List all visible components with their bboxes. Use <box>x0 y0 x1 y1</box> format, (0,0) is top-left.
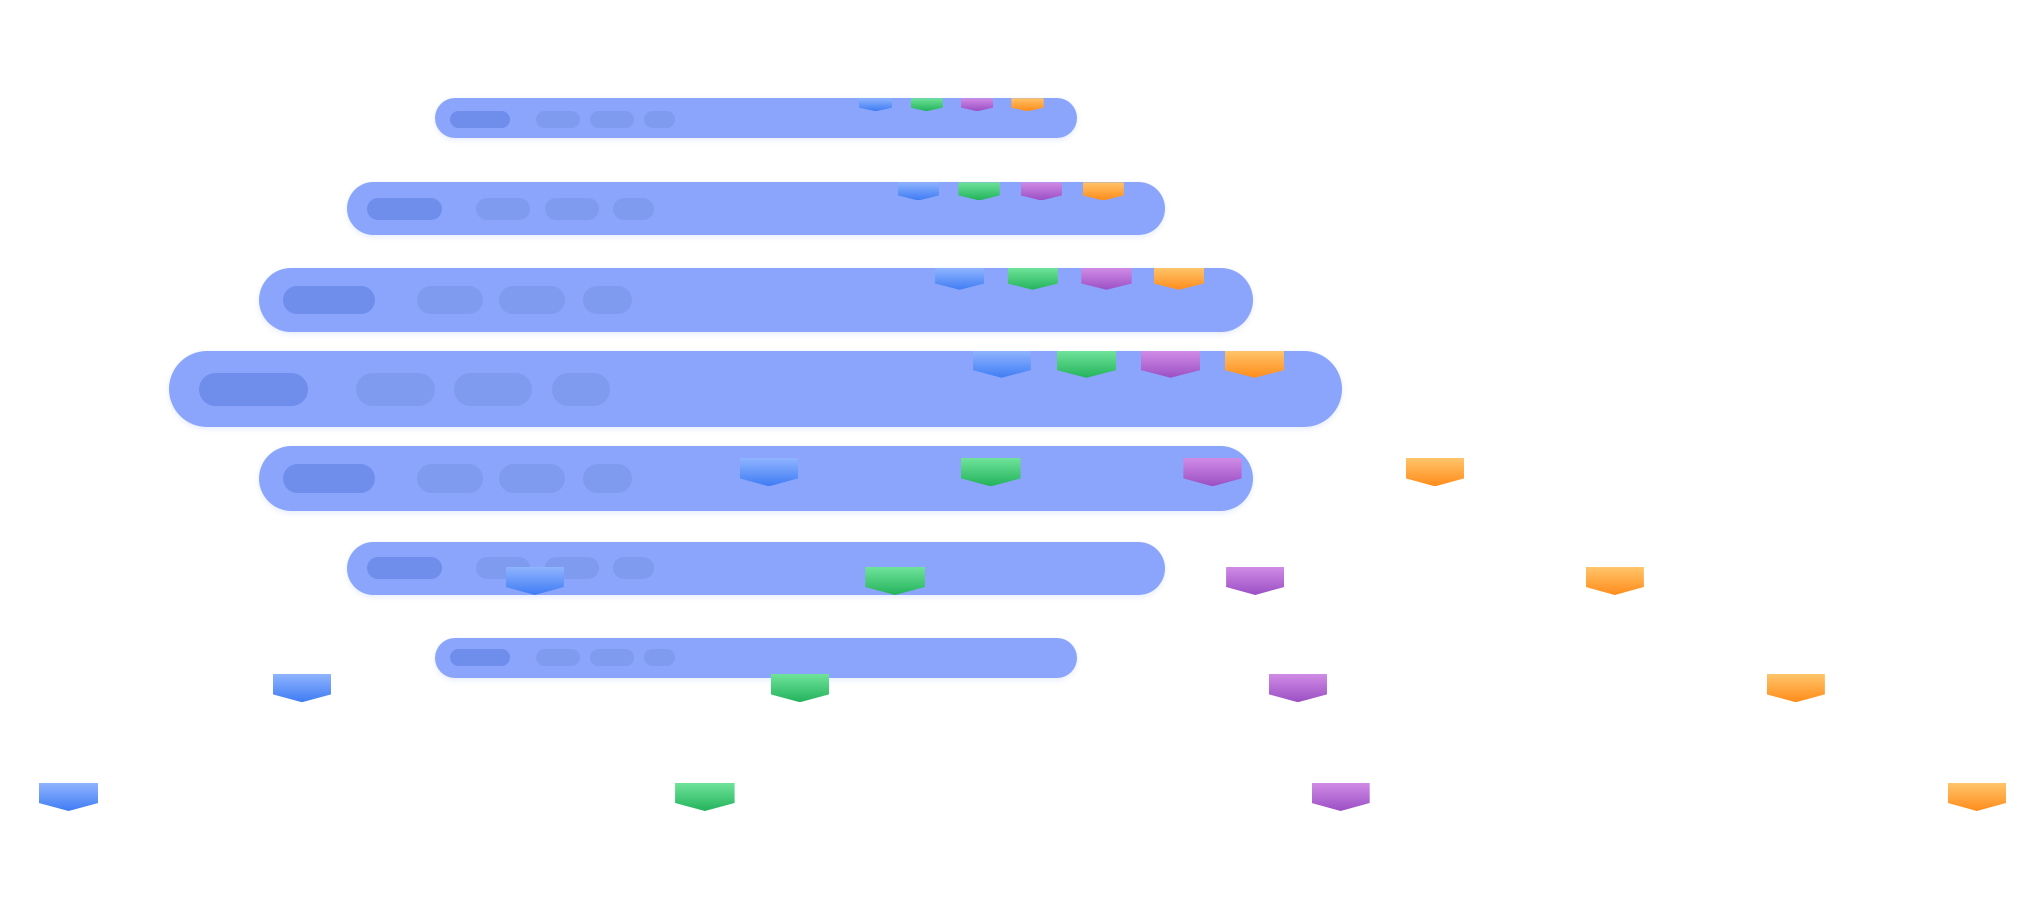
bar-secondary-pill <box>476 197 531 220</box>
tag-marker-icon <box>961 98 994 112</box>
bar-secondary-pill <box>499 464 566 493</box>
tag-marker-icon <box>1766 673 1825 703</box>
bar-primary-pill <box>367 557 443 580</box>
bar-secondary-pill <box>644 111 676 128</box>
tag-marker-icon <box>38 782 99 811</box>
bar-secondary-pill <box>454 372 532 407</box>
bar-primary-pill <box>450 111 510 128</box>
bar-secondary-pill <box>499 285 566 315</box>
tag-marker-icon <box>1226 566 1285 595</box>
tag-marker-icon <box>910 98 943 112</box>
rounded-bar <box>346 541 1166 595</box>
tag-marker-icon <box>675 782 735 811</box>
bar-secondary-pill <box>355 372 435 407</box>
bar-secondary-pill <box>583 285 633 315</box>
tag-marker-icon <box>1082 182 1124 201</box>
tag-marker-icon <box>1585 566 1644 595</box>
bar-primary-pill <box>283 285 375 315</box>
tag-marker-icon <box>935 267 985 290</box>
tag-marker-icon <box>1947 782 2006 811</box>
tag-marker-icon <box>1405 457 1465 487</box>
bar-secondary-pill <box>589 111 634 128</box>
bar-secondary-pill <box>613 557 655 580</box>
bar-secondary-pill <box>416 285 483 315</box>
tag-marker-icon <box>958 182 1000 201</box>
rounded-bar <box>434 637 1078 678</box>
tag-marker-icon <box>1007 267 1058 290</box>
tag-marker-icon <box>1153 267 1205 290</box>
bar-secondary-pill <box>544 197 599 220</box>
bar-secondary-pill <box>535 111 580 128</box>
bar-secondary-pill <box>644 649 676 667</box>
bar-secondary-pill <box>416 464 483 493</box>
bar-secondary-pill <box>589 649 634 667</box>
tag-marker-icon <box>272 673 332 703</box>
tag-marker-icon <box>1311 782 1370 811</box>
tag-marker-icon <box>1020 182 1062 201</box>
tag-marker-icon <box>1081 267 1132 290</box>
bar-secondary-pill <box>535 649 580 667</box>
bar-primary-pill <box>199 372 308 407</box>
tag-marker-icon <box>897 182 939 201</box>
tag-marker-icon <box>1011 98 1044 112</box>
bar-secondary-pill <box>552 372 611 407</box>
bar-secondary-pill <box>583 464 633 493</box>
bar-secondary-pill <box>613 197 655 220</box>
tag-marker-icon <box>770 673 829 703</box>
bar-primary-pill <box>283 464 375 493</box>
bar-primary-pill <box>450 649 510 667</box>
tag-marker-icon <box>1268 673 1327 703</box>
tag-marker-icon <box>858 98 893 112</box>
bar-primary-pill <box>367 197 443 220</box>
